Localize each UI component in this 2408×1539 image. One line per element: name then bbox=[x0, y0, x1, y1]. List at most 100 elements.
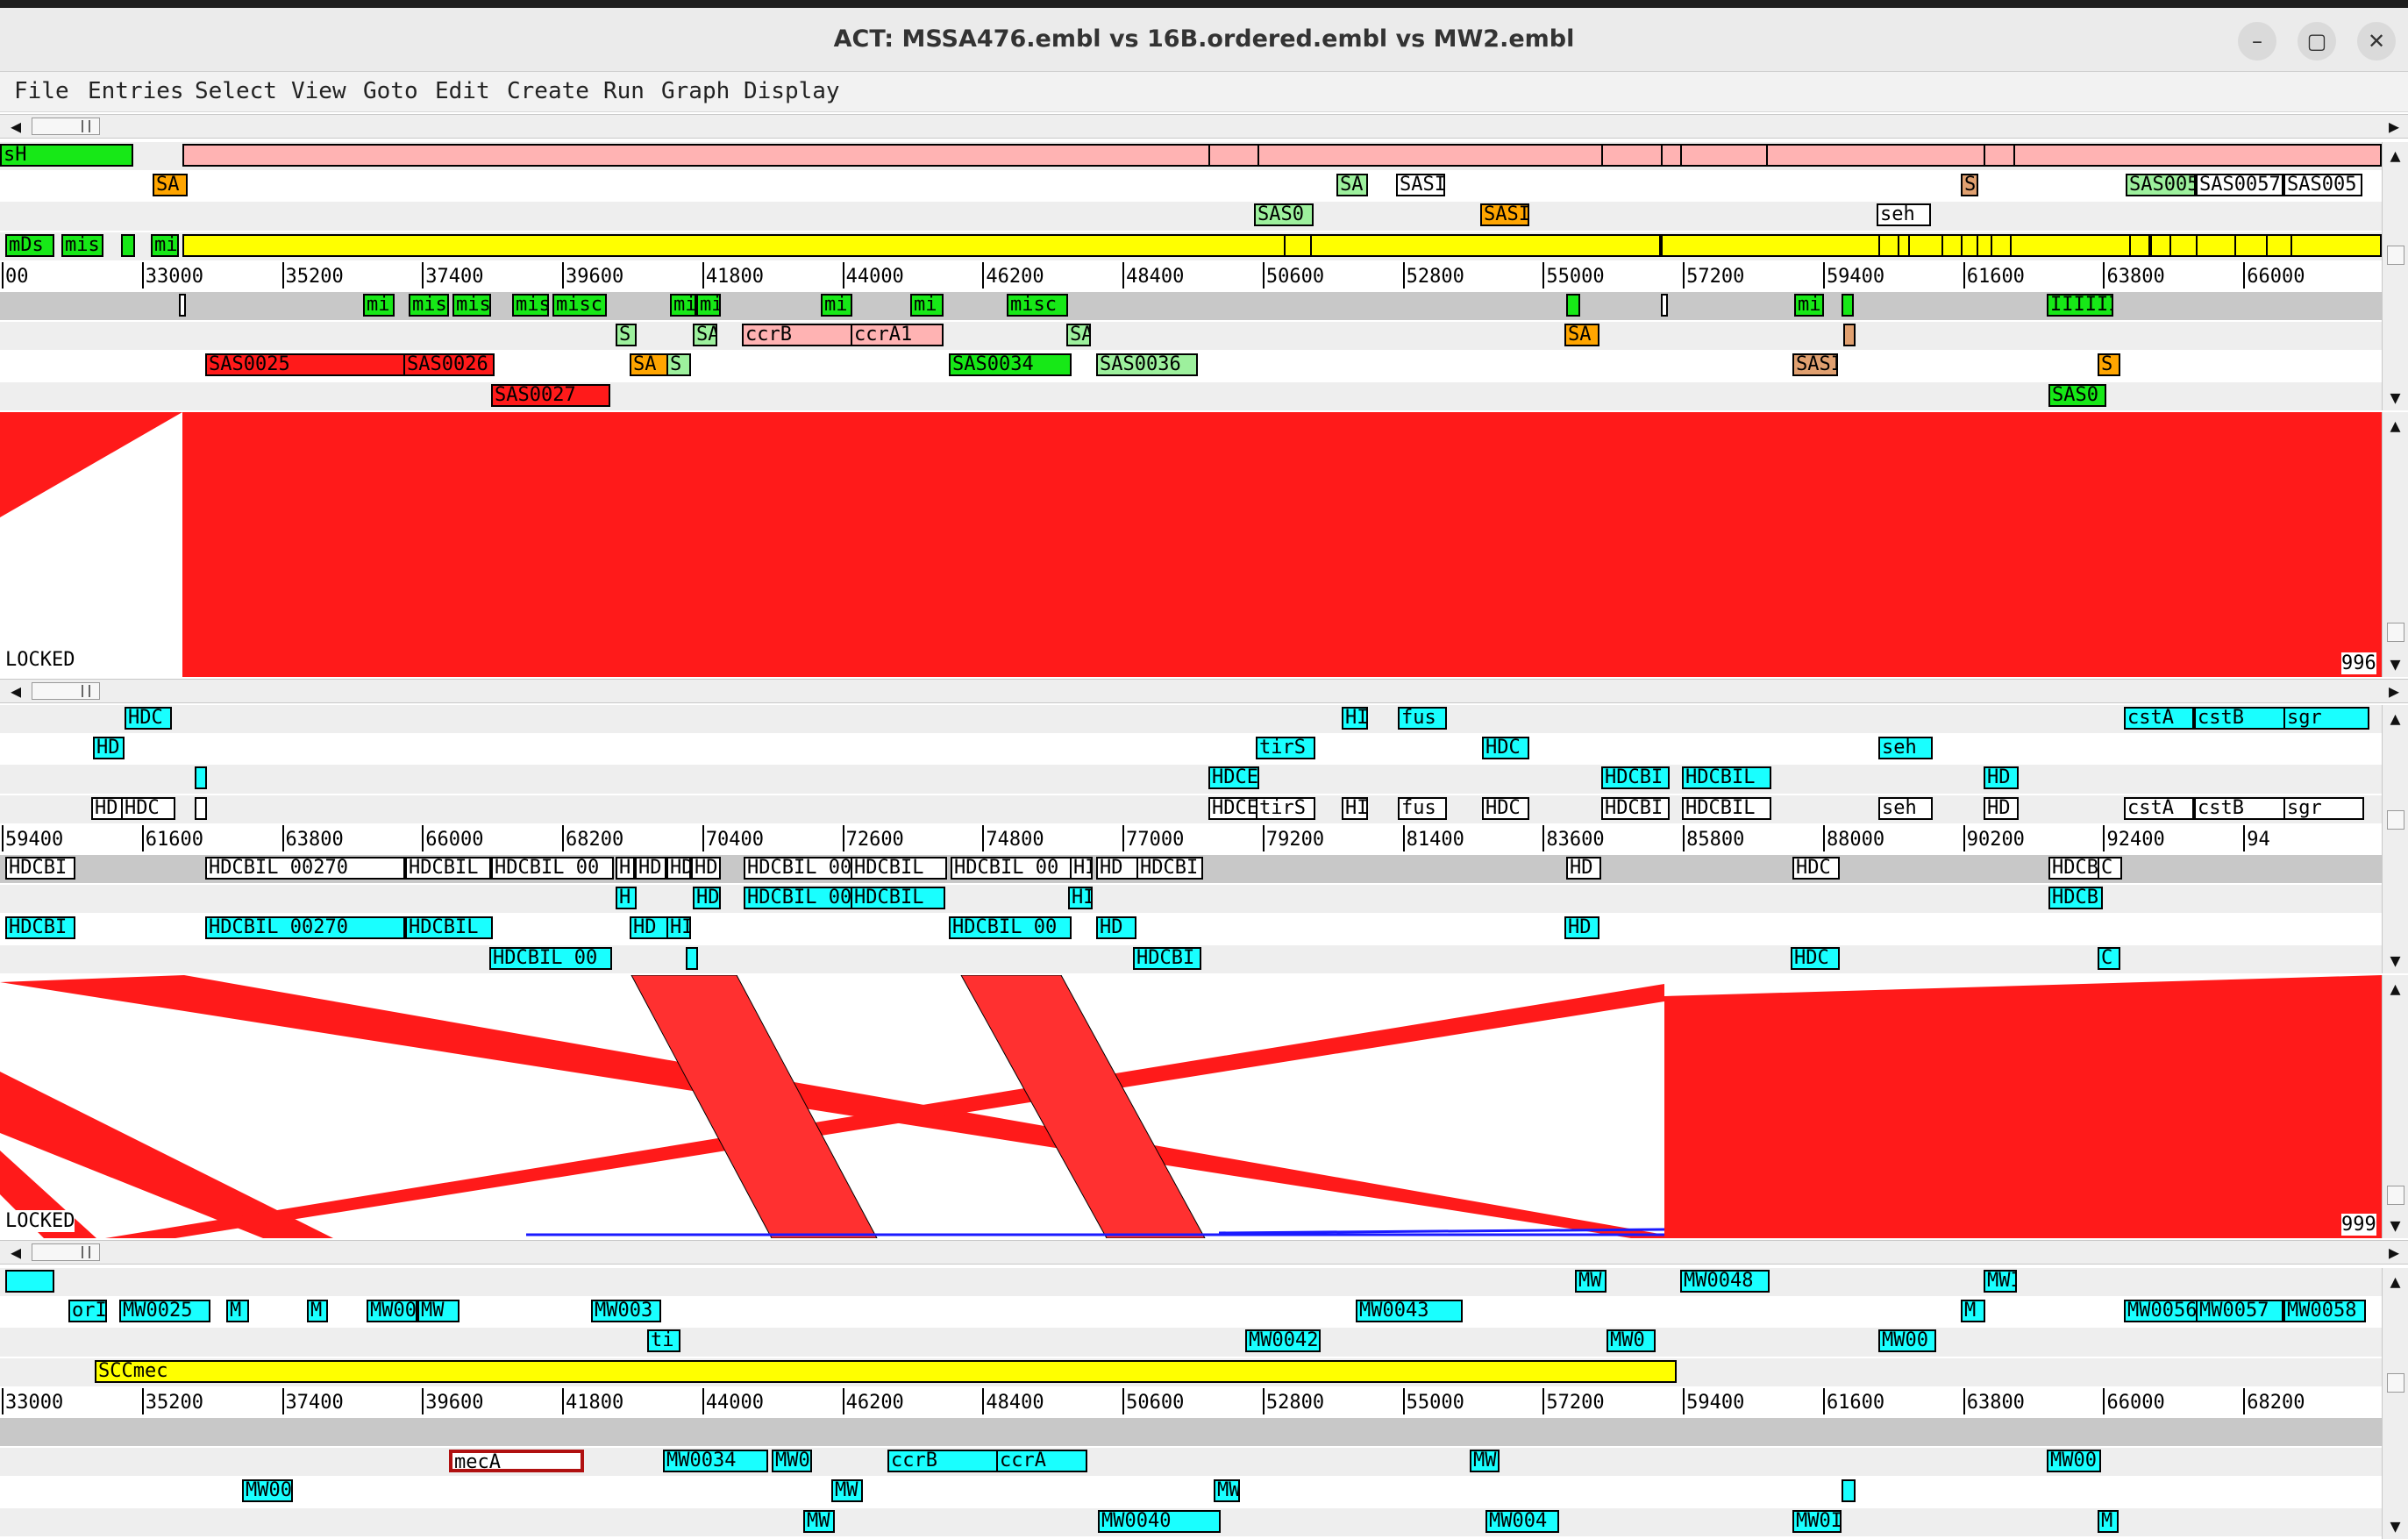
feature-mw003[interactable]: MW003 bbox=[591, 1300, 661, 1323]
feature-hdce[interactable]: HDCE bbox=[1208, 796, 1259, 820]
feature-unnamed[interactable] bbox=[1878, 233, 1899, 257]
feature-hdcb[interactable]: HDCB bbox=[2048, 887, 2103, 910]
feature-row[interactable] bbox=[0, 735, 2382, 764]
feature-hdc[interactable]: HDC bbox=[121, 796, 175, 820]
feature-hdcbil-00[interactable]: HDCBIL 00 bbox=[951, 857, 1073, 880]
feature-hd[interactable]: HD bbox=[1564, 916, 1599, 940]
feature-hd[interactable]: HD bbox=[1566, 857, 1601, 880]
comparison-view-1[interactable]: LOCKED 996 bbox=[0, 412, 2382, 677]
feature-hi[interactable]: HI bbox=[1342, 796, 1368, 820]
scroll-down-icon[interactable]: ▼ bbox=[2390, 653, 2401, 674]
feature-mi[interactable]: mi bbox=[363, 294, 395, 317]
feature-mw0025[interactable]: MW0025 bbox=[119, 1300, 210, 1323]
feature-hdcbil-00[interactable]: HDCBIL 00 bbox=[489, 946, 612, 970]
feature-c[interactable]: C bbox=[2098, 946, 2120, 970]
feature-hdcbi[interactable]: HDCBI bbox=[1601, 796, 1670, 820]
feature-sasi[interactable]: SASI bbox=[1396, 174, 1445, 197]
feature-unnamed[interactable] bbox=[1284, 233, 1312, 257]
feature-mw00[interactable]: MW00 bbox=[242, 1479, 293, 1503]
feature-sa[interactable]: SA bbox=[693, 324, 717, 347]
feature-row[interactable] bbox=[0, 202, 2382, 231]
menu-run[interactable]: Run bbox=[603, 78, 645, 104]
feature-h[interactable]: H bbox=[616, 857, 635, 880]
scroll-left-icon[interactable]: ◀ bbox=[10, 116, 22, 137]
feature-mw0[interactable]: MW0 bbox=[772, 1450, 812, 1473]
feature-mw0040[interactable]: MW0040 bbox=[1098, 1509, 1221, 1533]
comparison-1-vertical-scrollbar[interactable]: ▲ ▼ bbox=[2382, 412, 2408, 677]
feature-m[interactable]: M bbox=[2098, 1509, 2119, 1533]
feature-mds[interactable]: mDs bbox=[5, 233, 54, 257]
feature-hd[interactable]: HD bbox=[630, 916, 670, 940]
feature-mw0056[interactable]: MW0056 bbox=[2124, 1300, 2198, 1323]
feature-unnamed[interactable] bbox=[1680, 144, 1768, 167]
feature-hd[interactable]: HD bbox=[693, 887, 721, 910]
feature-mw00[interactable]: MW00 bbox=[2047, 1450, 2101, 1473]
feature-h[interactable]: H bbox=[616, 887, 637, 910]
feature-unnamed[interactable] bbox=[2196, 233, 2236, 257]
feature-hdcbil-00[interactable]: HDCBIL 00 bbox=[949, 916, 1072, 940]
feature-hdc[interactable]: HDC bbox=[1791, 946, 1840, 970]
feature-sas0[interactable]: SAS0 bbox=[2048, 383, 2106, 407]
feature-sasi[interactable]: SASI bbox=[1792, 353, 1838, 377]
feature-mis[interactable]: mis bbox=[409, 294, 449, 317]
feature-meca[interactable]: mecA bbox=[449, 1450, 584, 1473]
feature-mw00[interactable]: MW00 bbox=[1878, 1329, 1936, 1353]
feature-hdcbi[interactable]: HDCBI bbox=[5, 857, 75, 880]
feature-hdcbi[interactable]: HDCBI bbox=[1601, 766, 1670, 790]
scroll-left-icon[interactable]: ◀ bbox=[10, 1242, 22, 1263]
feature-hdc[interactable]: HDC bbox=[1482, 737, 1529, 760]
feature-sas0027[interactable]: SAS0027 bbox=[491, 383, 610, 407]
feature-unnamed[interactable] bbox=[1842, 1479, 1856, 1503]
feature-sas0057[interactable]: SAS0057 bbox=[2196, 174, 2283, 197]
feature-ori[interactable]: orI bbox=[68, 1300, 107, 1323]
feature-ccra[interactable]: ccrA bbox=[996, 1450, 1087, 1473]
feature-sgr[interactable]: sgr bbox=[2283, 796, 2364, 820]
feature-hdc[interactable]: HDC bbox=[1482, 796, 1529, 820]
feature-unnamed[interactable] bbox=[1961, 233, 1978, 257]
feature-hdcbil[interactable]: HDCBIL bbox=[851, 887, 945, 910]
feature-hd[interactable]: HD bbox=[91, 796, 123, 820]
feature-mw0048[interactable]: MW0048 bbox=[1680, 1270, 1770, 1293]
feature-iiiiiii[interactable]: IIIIIII bbox=[2047, 294, 2113, 317]
feature-hd[interactable]: HD bbox=[691, 857, 721, 880]
feature-row[interactable] bbox=[0, 322, 2382, 351]
feature-sgr[interactable]: sgr bbox=[2283, 707, 2369, 730]
feature-mw0058[interactable]: MW0058 bbox=[2283, 1300, 2366, 1323]
menu-select[interactable]: Select bbox=[195, 78, 277, 104]
feature-hdcb[interactable]: HDCB bbox=[2048, 857, 2099, 880]
feature-row[interactable] bbox=[0, 172, 2382, 201]
feature-unnamed[interactable] bbox=[1843, 324, 1856, 347]
scroll-down-icon[interactable]: ▼ bbox=[2390, 1215, 2401, 1236]
feature-mis[interactable]: mis bbox=[452, 294, 491, 317]
feature-hd[interactable]: HD bbox=[635, 857, 666, 880]
feature-sas0036[interactable]: SAS0036 bbox=[1096, 353, 1198, 377]
scroll-down-icon[interactable]: ▼ bbox=[2390, 950, 2401, 971]
feature-row[interactable] bbox=[0, 1298, 2382, 1327]
feature-m[interactable]: M bbox=[307, 1300, 328, 1323]
feature-mis[interactable]: mis bbox=[61, 233, 103, 257]
feature-fus[interactable]: fus bbox=[1398, 796, 1447, 820]
feature-unnamed[interactable] bbox=[1661, 294, 1668, 317]
pane2-vertical-scrollbar[interactable]: ▲ ▼ bbox=[2382, 705, 2408, 973]
feature-mis[interactable]: mis bbox=[512, 294, 549, 317]
feature-unnamed[interactable] bbox=[1908, 233, 1943, 257]
feature-mw0043[interactable]: MW0043 bbox=[1356, 1300, 1463, 1323]
feature-mw[interactable]: MW bbox=[831, 1479, 863, 1503]
feature-unnamed[interactable] bbox=[2129, 233, 2150, 257]
pane1-horizontal-scrollbar[interactable]: ◀ ▶ bbox=[0, 114, 2408, 139]
feature-hdc[interactable]: HDC bbox=[1792, 857, 1840, 880]
feature-mwi[interactable]: MWI bbox=[1984, 1270, 2017, 1293]
feature-unnamed[interactable] bbox=[5, 1270, 54, 1293]
feature-row[interactable] bbox=[0, 1328, 2382, 1357]
feature-sa[interactable]: SA bbox=[1564, 324, 1599, 347]
feature-misc[interactable]: misc bbox=[1007, 294, 1068, 317]
feature-ccra1[interactable]: ccrA1 bbox=[851, 324, 944, 347]
menu-entries[interactable]: Entries bbox=[88, 78, 184, 104]
scroll-up-icon[interactable]: ▲ bbox=[2390, 145, 2401, 166]
pane3-horizontal-scrollbar[interactable]: ◀ ▶ bbox=[0, 1240, 2408, 1265]
scroll-grip[interactable] bbox=[2387, 623, 2404, 642]
feature-m[interactable]: M bbox=[1961, 1300, 1985, 1323]
feature-s[interactable]: S bbox=[666, 353, 691, 377]
feature-unnamed[interactable] bbox=[1991, 233, 2012, 257]
feature-hd[interactable]: HD bbox=[1096, 857, 1138, 880]
